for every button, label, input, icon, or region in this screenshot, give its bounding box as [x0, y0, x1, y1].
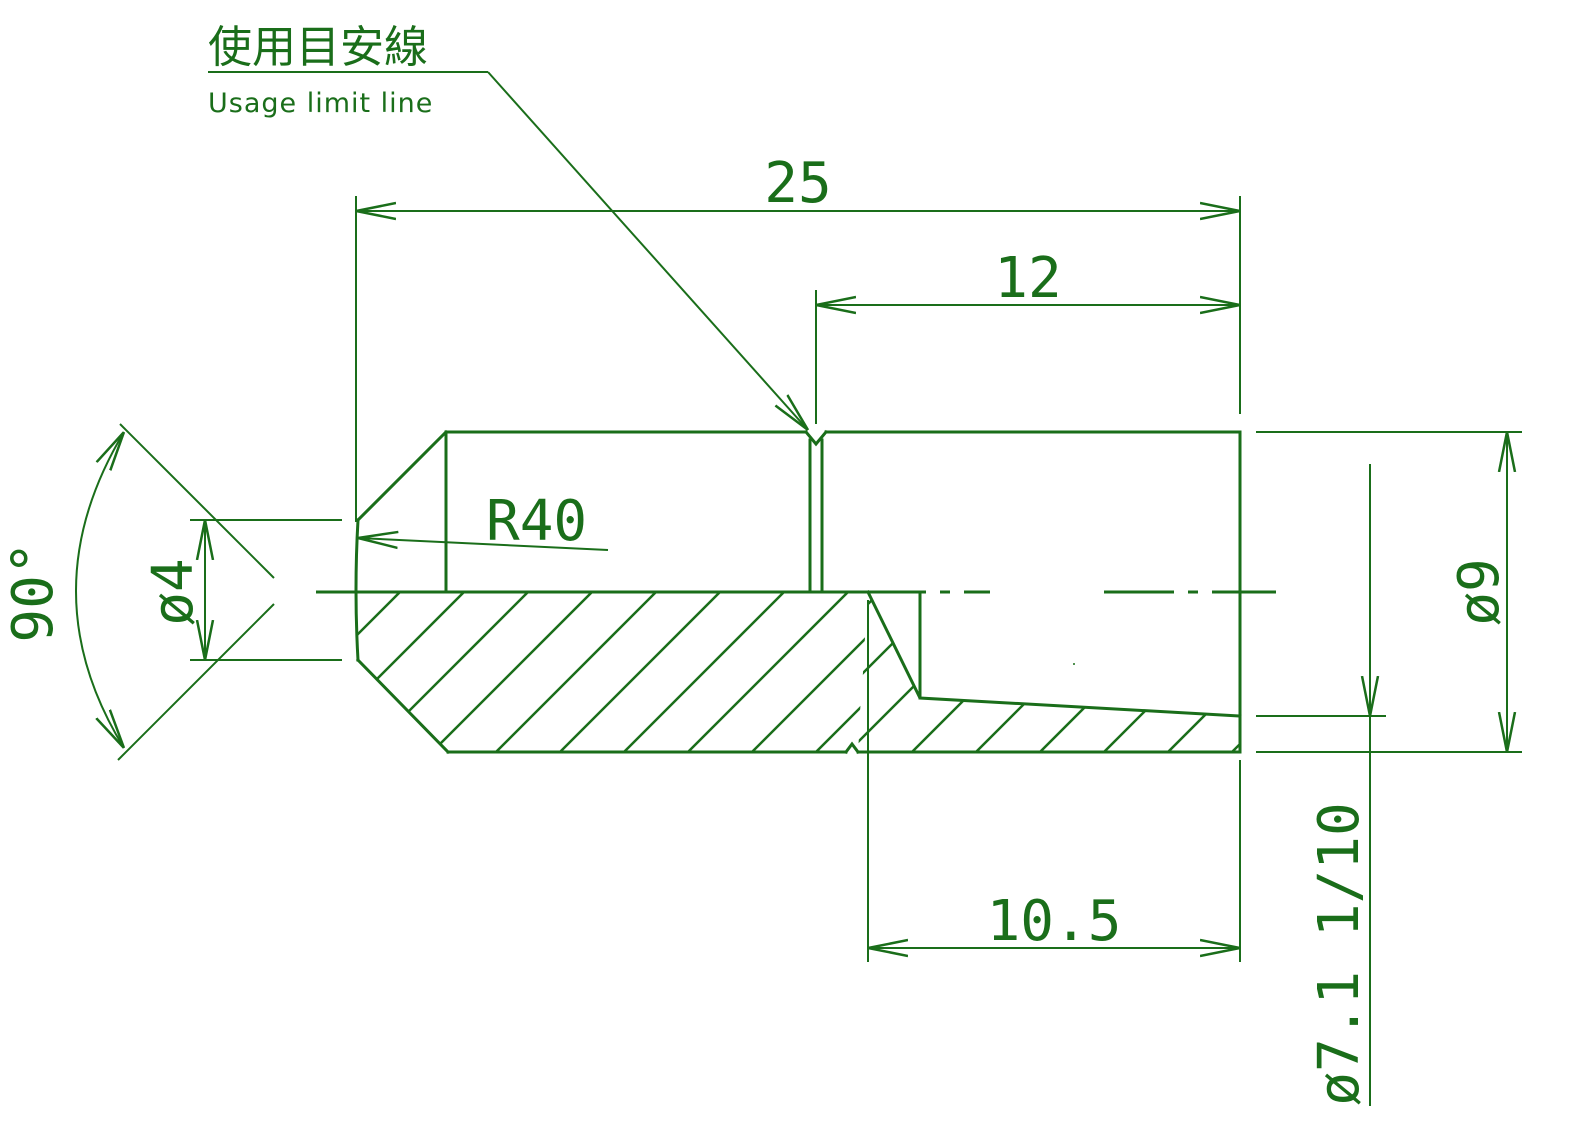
- hatch-line: [731, 592, 868, 752]
- hatch-line: [358, 592, 401, 752]
- tip-face: [354, 518, 360, 662]
- dimension-12: 12: [815, 246, 1240, 424]
- dimension-d7-1: ø7.1 1/10: [1256, 464, 1386, 1106]
- usage-limit-label-en: Usage limit line: [208, 88, 433, 119]
- stray-dot: [1073, 663, 1075, 665]
- dim-text-r40: R40: [486, 489, 587, 554]
- hatch-line: [795, 592, 868, 752]
- dim-text-10-5: 10.5: [987, 889, 1122, 954]
- dimension-d9: ø9: [1256, 431, 1522, 753]
- usage-limit-label-jp: 使用目安線: [208, 22, 428, 73]
- dim-text-d9: ø9: [1447, 558, 1512, 625]
- section-hatching: [358, 592, 868, 752]
- hatch-line: [539, 592, 721, 752]
- usage-limit-groove: [803, 429, 829, 447]
- dim-leader-r40: [358, 538, 609, 551]
- dim-text-angle: 90°: [1, 541, 66, 642]
- ext-line-angle-bottom: [117, 603, 275, 761]
- dimension-25: 25: [355, 151, 1241, 522]
- usage-limit-leader: [487, 71, 808, 430]
- dimension-10-5: 10.5: [867, 600, 1241, 962]
- dim-text-12: 12: [994, 246, 1061, 311]
- hatch-line: [603, 592, 785, 752]
- chamfer-top: [355, 429, 449, 523]
- bore-profile: [865, 589, 1242, 718]
- hatch-line: [411, 592, 593, 752]
- bottom-notch: [843, 741, 861, 755]
- dim-arc-angle: [75, 432, 124, 748]
- dim-text-d7-1: ø7.1 1/10: [1307, 802, 1372, 1105]
- ext-line-angle-top: [119, 423, 275, 579]
- dim-text-25: 25: [764, 151, 831, 216]
- hatch-line: [859, 592, 868, 752]
- section-hatching-bore: [858, 592, 1240, 752]
- dimension-d4: ø4: [141, 519, 342, 661]
- dim-text-d4: ø4: [141, 558, 206, 625]
- dimension-angle: 90°: [1, 423, 275, 761]
- hatch-line: [667, 592, 849, 752]
- dimension-r40: R40: [358, 489, 609, 554]
- chamfer-bottom: [355, 657, 451, 755]
- hatch-line: [475, 592, 657, 752]
- usage-limit-label: 使用目安線 Usage limit line: [208, 22, 808, 430]
